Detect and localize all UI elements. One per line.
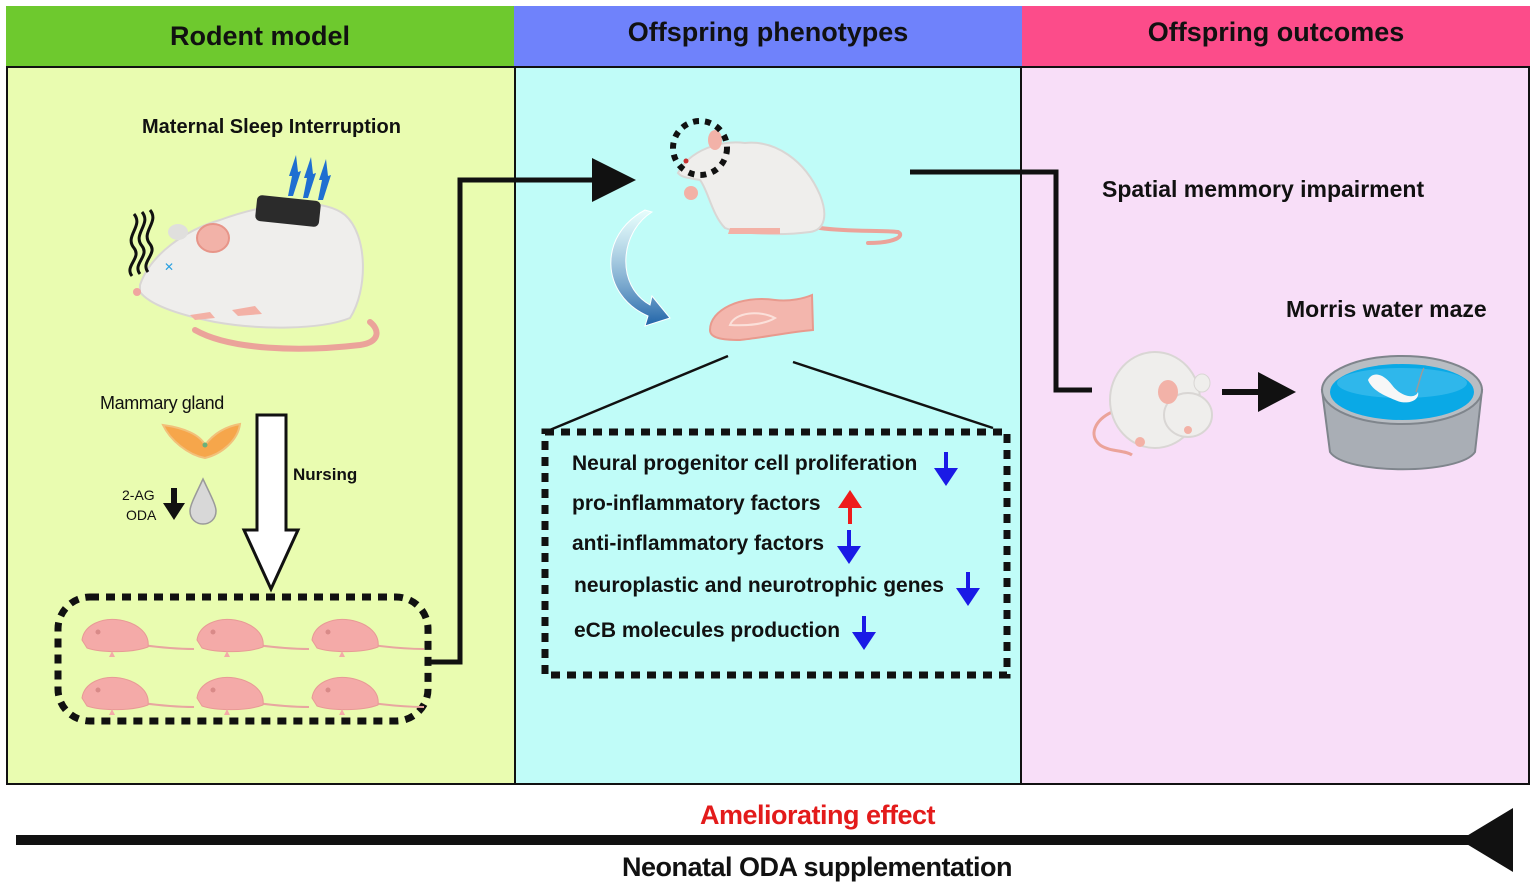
zoom-line-left: [544, 354, 729, 434]
nursing-label: Nursing: [293, 465, 358, 484]
connector-phenotypes-to-outcomes: [910, 169, 1092, 393]
phenotype-item: anti-inflammatory factors: [572, 532, 825, 555]
arrow-to-water-maze: [1222, 372, 1296, 412]
pups-group: [81, 618, 425, 715]
mammary-gland-illustration: [161, 422, 242, 460]
hippocampus-detail: [728, 312, 778, 327]
milk-drop-icon: [189, 477, 217, 525]
pups-group-box: [54, 593, 432, 725]
header-rodent-model: Rodent model: [6, 6, 514, 66]
down-arrow-icon: [837, 530, 861, 564]
pup-illustration: [196, 618, 310, 657]
svg-text:✕: ✕: [164, 260, 174, 274]
ameliorating-effect-arrow: [16, 808, 1513, 872]
pup-illustration: [81, 676, 195, 715]
header-offspring-outcomes-label: Offspring outcomes: [1147, 16, 1405, 47]
pup-illustration: [81, 618, 195, 657]
down-arrow-icon: [934, 452, 958, 486]
lightning-bolts-icon: [288, 155, 331, 200]
zoom-line-right: [792, 360, 994, 430]
phenotype-item: Neural progenitor cell proliferation: [572, 452, 918, 475]
maternal-rat-illustration: ✕: [133, 195, 380, 352]
pup-illustration: [311, 676, 425, 715]
header-offspring-phenotypes: Offspring phenotypes: [514, 6, 1022, 66]
curved-blue-arrow-icon: [610, 209, 671, 327]
header-rodent-model-label: Rodent model: [170, 20, 350, 51]
maternal-sleep-interruption-label: Maternal Sleep Interruption: [142, 116, 401, 138]
pup-illustration: [311, 618, 425, 657]
phenotypes-list-box: [541, 428, 1011, 679]
water-maze-illustration: [1320, 355, 1484, 471]
down-arrow-icon: [956, 572, 980, 606]
phenotype-item: pro-inflammatory factors: [572, 492, 821, 515]
hippocampus-illustration: [708, 293, 815, 342]
milk-decrease-arrow-icon: [163, 488, 185, 520]
up-arrow-icon: [838, 490, 862, 524]
trend-arrows: [837, 452, 980, 650]
wavy-lines-icon: [128, 209, 155, 277]
header-offspring-outcomes: Offspring outcomes: [1022, 6, 1530, 66]
ameliorating-effect-label: Ameliorating effect: [700, 800, 936, 830]
header-offspring-phenotypes-label: Offspring phenotypes: [627, 16, 909, 47]
milk-component-2ag: 2-AG: [122, 487, 155, 503]
connector-rodent-to-phenotypes: [425, 158, 636, 665]
neonatal-oda-supplementation-label: Neonatal ODA supplementation: [622, 852, 1013, 882]
spatial-memory-impairment-label: Spatial memmory impairment: [1102, 176, 1425, 202]
down-arrow-icon: [852, 616, 876, 650]
milk-component-oda: ODA: [126, 507, 157, 523]
offspring-rat-illustration: [670, 118, 903, 245]
mammary-gland-label: Mammary gland: [100, 393, 224, 413]
phenotype-item: eCB molecules production: [574, 619, 841, 642]
pup-illustration: [196, 676, 310, 715]
morris-water-maze-label: Morris water maze: [1286, 296, 1487, 322]
nursing-arrow-icon: [241, 413, 301, 593]
phenotype-item: neuroplastic and neurotrophic genes: [574, 574, 944, 597]
outcome-rat-illustration: [1092, 351, 1213, 457]
